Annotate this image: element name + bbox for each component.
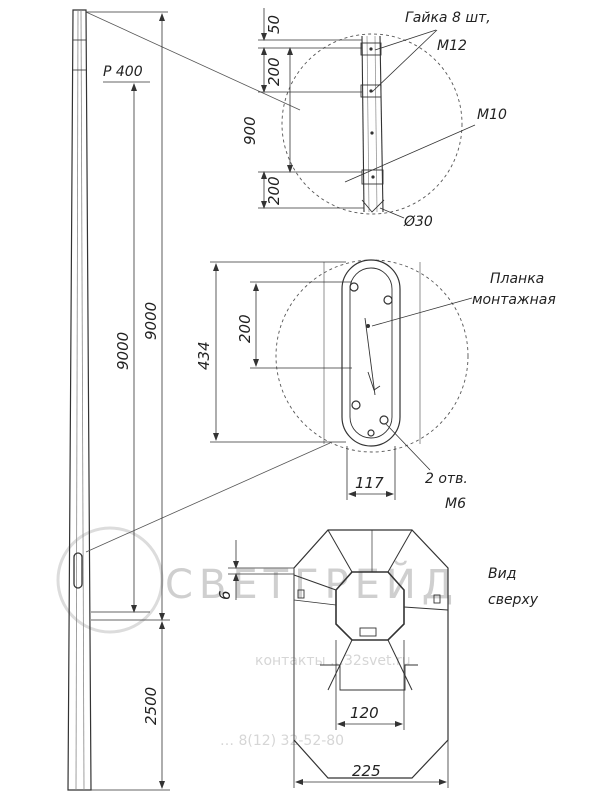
label-m12: M12: [437, 38, 467, 54]
label-p400: P 400: [103, 64, 143, 80]
dim-detail-top: [258, 8, 364, 209]
label-view-1: Вид: [488, 566, 516, 582]
label-plate-2: монтажная: [472, 292, 556, 308]
label-m10: M10: [477, 107, 507, 123]
dim-9000-left: [91, 83, 150, 613]
label-m6: M6: [445, 496, 466, 512]
detail-top-circle: [281, 33, 463, 215]
dim-200-top-label: 200: [265, 57, 283, 86]
top-view: [293, 529, 449, 779]
dim-2500-label: 2500: [142, 687, 160, 725]
dim-6-label: 6: [216, 590, 234, 600]
dim-200-bottom-label: 200: [265, 176, 283, 205]
dim-225-label: 225: [352, 762, 381, 780]
label-view-2: сверху: [488, 592, 539, 608]
dim-detail-plate: [210, 261, 396, 500]
pole-outline: [67, 9, 92, 791]
dim-200-mid-label: 200: [236, 314, 254, 343]
label-d30: Ø30: [403, 214, 433, 230]
label-holes: 2 отв.: [425, 471, 468, 487]
dim-2500: [91, 621, 170, 791]
leaders-detail-top: [344, 29, 476, 219]
leaders-detail-plate: [371, 297, 473, 471]
dim-900-label: 900: [241, 116, 259, 145]
dim-9000-right: [86, 11, 170, 621]
leader-lines: [85, 11, 331, 553]
dim-9000-left-label: 9000: [114, 332, 132, 370]
detail-plate-circle: [275, 259, 469, 453]
dim-top-view: [228, 540, 449, 788]
dim-50-label: 50: [265, 15, 283, 34]
label-plate-1: Планка: [490, 271, 544, 287]
watermark-line1: контакты …32svet.ru: [255, 653, 411, 669]
pole-service-door: [73, 552, 83, 589]
dim-9000-right-label: 9000: [142, 302, 160, 340]
label-nut: Гайка 8 шт,: [405, 10, 491, 26]
dim-117-label: 117: [355, 474, 384, 492]
dim-120-label: 120: [350, 704, 379, 722]
pole-side-view: [67, 9, 92, 791]
watermark: СВЕТГРЕЙД контакты …32svet.ru … 8(12) 32…: [56, 526, 459, 749]
watermark-brand: СВЕТГРЕЙД: [165, 560, 459, 608]
dim-434-label: 434: [195, 341, 213, 370]
watermark-line2: … 8(12) 32-52-80: [220, 733, 344, 749]
